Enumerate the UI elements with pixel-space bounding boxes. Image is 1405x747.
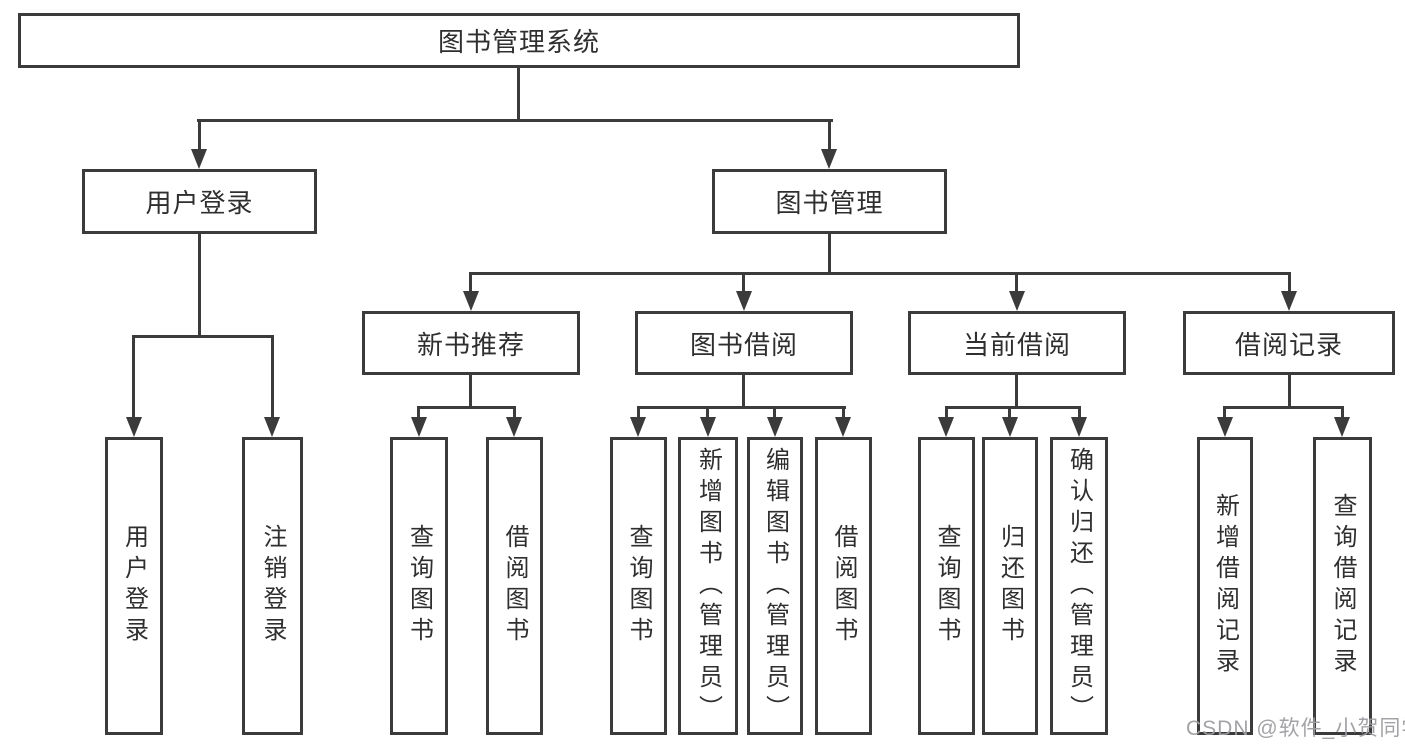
- node-root-label: 图书管理系统: [437, 27, 600, 57]
- node-leaf-query-borrow-record: 查询借阅记录: [1313, 437, 1372, 735]
- node-leaf-query-book-borrow: 查询图书: [610, 437, 667, 735]
- leaf-label: 新增图书（管理员）: [694, 446, 722, 726]
- connector-stem: [417, 406, 420, 423]
- node-book-borrow: 图书借阅: [635, 311, 853, 375]
- connector-stem: [706, 406, 709, 423]
- node-leaf-return-book: 归还图书: [982, 437, 1038, 735]
- connector-borrow-records-bus: [1223, 406, 1344, 409]
- csdn-watermark: CSDN @软件_小贺同学: [1186, 717, 1405, 740]
- node-borrow-records: 借阅记录: [1183, 311, 1395, 375]
- node-leaf-query-book-current: 查询图书: [918, 437, 975, 735]
- leaf-label: 新增借阅记录: [1211, 493, 1239, 679]
- leaf-label: 确认归还（管理员）: [1065, 446, 1093, 726]
- arrowhead-icon: [700, 417, 716, 437]
- leaf-label: 借阅图书: [830, 524, 857, 648]
- connector-stem-leaf-login: [132, 335, 135, 421]
- arrowhead-icon: [1009, 291, 1025, 311]
- connector-stem: [1008, 406, 1011, 423]
- node-book-mgmt-label: 图书管理: [775, 188, 884, 218]
- arrowhead-icon: [506, 417, 522, 437]
- arrowhead-icon: [1334, 417, 1350, 437]
- node-leaf-add-borrow-record: 新增借阅记录: [1197, 437, 1253, 735]
- connector-level2-bus: [197, 119, 833, 122]
- node-user-login-label: 用户登录: [145, 188, 254, 218]
- connector-stem: [637, 406, 640, 423]
- arrowhead-icon: [630, 417, 646, 437]
- connector-stem-borrow-records: [1288, 272, 1291, 297]
- arrowhead-icon: [821, 149, 837, 169]
- arrowhead-icon: [411, 417, 427, 437]
- node-root: 图书管理系统: [18, 13, 1020, 68]
- node-leaf-confirm-return-admin: 确认归还（管理员）: [1050, 437, 1108, 735]
- connector-book-borrow-stem: [742, 375, 745, 406]
- node-leaf-borrow-book-rec: 借阅图书: [486, 437, 543, 735]
- connector-current-borrow-bus: [945, 406, 1081, 409]
- connector-user-login-stem: [198, 234, 201, 335]
- node-book-borrow-label: 图书借阅: [689, 329, 798, 360]
- connector-stem-book-borrow: [742, 272, 745, 297]
- connector-stem: [842, 406, 845, 423]
- connector-stem-current-borrow: [1015, 272, 1018, 297]
- node-new-book-rec: 新书推荐: [362, 311, 580, 375]
- connector-current-borrow-stem: [1015, 375, 1018, 406]
- leaf-label: 编辑图书（管理员）: [761, 446, 789, 726]
- node-borrow-records-label: 借阅记录: [1234, 329, 1343, 360]
- leaf-label: 查询图书: [405, 524, 433, 648]
- leaf-label: 查询借阅记录: [1329, 493, 1356, 679]
- connector-stem: [1341, 406, 1344, 423]
- connector-book-mgmt-stem: [828, 234, 831, 272]
- leaf-label: 借阅图书: [501, 524, 528, 648]
- connector-stem-user-login: [198, 119, 201, 155]
- arrowhead-icon: [1281, 291, 1297, 311]
- arrowhead-icon: [938, 417, 954, 437]
- arrowhead-icon: [767, 417, 783, 437]
- node-book-mgmt: 图书管理: [712, 169, 947, 234]
- node-leaf-user-login: 用户登录: [105, 437, 163, 735]
- connector-book-borrow-bus: [637, 406, 846, 409]
- connector-stem-new-book: [469, 272, 472, 297]
- connector-stem-book-mgmt: [828, 119, 831, 155]
- node-leaf-borrow-book: 借阅图书: [815, 437, 872, 735]
- leaf-label: 归还图书: [996, 524, 1024, 648]
- arrowhead-icon: [1071, 417, 1087, 437]
- arrowhead-icon: [264, 417, 280, 437]
- arrowhead-icon: [835, 417, 851, 437]
- connector-stem: [945, 406, 948, 423]
- connector-stem-leaf-logout: [271, 335, 274, 421]
- node-current-borrow: 当前借阅: [908, 311, 1126, 375]
- connector-level3-bus: [469, 272, 1291, 275]
- connector-new-book-bus: [417, 406, 516, 409]
- connector-root-stem: [517, 68, 520, 119]
- arrowhead-icon: [1217, 417, 1233, 437]
- connector-stem: [513, 406, 516, 423]
- arrowhead-icon: [191, 149, 207, 169]
- leaf-label: 用户登录: [120, 524, 148, 648]
- arrowhead-icon: [1002, 417, 1018, 437]
- node-leaf-add-book-admin: 新增图书（管理员）: [678, 437, 738, 735]
- node-leaf-query-book-rec: 查询图书: [390, 437, 448, 735]
- arrowhead-icon: [736, 291, 752, 311]
- connector-stem: [773, 406, 776, 423]
- node-current-borrow-label: 当前借阅: [962, 329, 1071, 360]
- connector-user-login-bus: [132, 335, 274, 338]
- node-leaf-logout: 注销登录: [242, 437, 303, 735]
- leaf-label: 注销登录: [259, 524, 286, 648]
- leaf-label: 查询图书: [933, 524, 960, 648]
- arrowhead-icon: [463, 291, 479, 311]
- connector-borrow-records-stem: [1288, 375, 1291, 406]
- connector-stem: [1223, 406, 1226, 423]
- arrowhead-icon: [126, 417, 142, 437]
- node-new-book-rec-label: 新书推荐: [416, 329, 525, 360]
- connector-new-book-stem: [469, 375, 472, 406]
- node-user-login: 用户登录: [82, 169, 317, 234]
- connector-stem: [1078, 406, 1081, 423]
- leaf-label: 查询图书: [625, 524, 652, 648]
- node-leaf-edit-book-admin: 编辑图书（管理员）: [747, 437, 803, 735]
